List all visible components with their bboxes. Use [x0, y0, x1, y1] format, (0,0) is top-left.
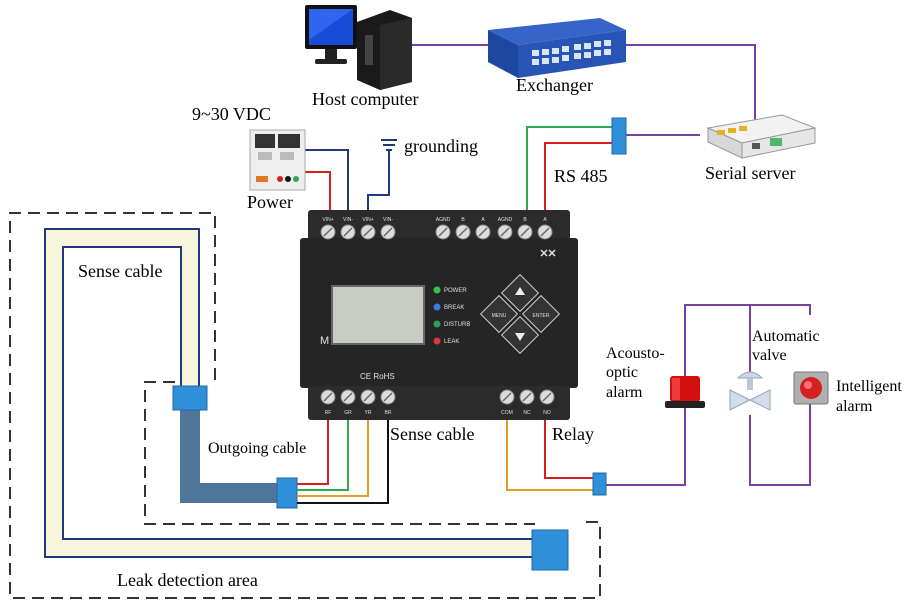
top-terminal-label: AGND — [498, 217, 513, 223]
leak-area-inner-border — [144, 381, 535, 525]
bottom-terminal-label: NO — [543, 410, 551, 416]
grounding-icon — [381, 139, 397, 151]
relay-connector — [592, 472, 607, 496]
indicator-led — [433, 320, 441, 328]
top-terminal-label: VIN- — [343, 217, 353, 223]
bottom-terminal-label: COM — [501, 410, 513, 416]
top-terminal-label: B — [523, 217, 527, 223]
exchanger-label: Exchanger — [516, 75, 593, 95]
valve-label-line1: Automatic — [752, 328, 820, 345]
sense-cable-controller-label: Sense cable — [390, 424, 474, 444]
outgoing-cable — [180, 400, 285, 503]
grounding-label: grounding — [404, 136, 478, 156]
enter-button[interactable] — [521, 294, 561, 334]
top-terminal-label: VIN+ — [322, 217, 333, 223]
menu-button[interactable] — [479, 294, 519, 334]
menu-label: MENU — [492, 313, 507, 319]
leak-controller: VIN+ VIN- VIN+ VIN- AGND B A AGND B A RF GR YR BR COM… — [300, 210, 578, 420]
up-arrow-icon — [515, 287, 525, 295]
host-computer-label: Host computer — [312, 89, 418, 109]
serial-server-icon — [706, 114, 817, 159]
bottom-terminal-label: YR — [365, 410, 372, 416]
bottom-terminal-label: RF — [325, 410, 332, 416]
model-letter: M — [320, 335, 329, 347]
indicator-led — [433, 286, 441, 294]
relay-alarm-link — [606, 304, 811, 486]
lcd-screen — [331, 285, 425, 345]
indicator-label: DISTURB — [444, 322, 470, 328]
automatic-valve-icon — [729, 371, 771, 411]
top-terminal-label: VIN+ — [362, 217, 373, 223]
intelligent-alarm-label-line1: Intelligent — [836, 378, 902, 395]
brand-logo — [540, 249, 556, 257]
switch-icon — [488, 18, 626, 78]
indicator-label: LEAK — [444, 339, 459, 345]
indicator-led — [433, 337, 441, 345]
alarm-label-line3: alarm — [606, 384, 643, 401]
top-terminal-label: A — [481, 217, 485, 223]
outgoing-cable-connector — [276, 477, 298, 509]
sense-cable-end-connector — [531, 529, 569, 571]
sense-cable-area-label: Sense cable — [78, 261, 162, 281]
valve-label-line2: valve — [752, 347, 787, 364]
top-terminal-label: A — [543, 217, 547, 223]
indicator-led — [433, 303, 441, 311]
top-terminal-label: B — [461, 217, 465, 223]
down-arrow-icon — [515, 333, 525, 341]
serial-server-label: Serial server — [705, 163, 795, 183]
rs485-connector — [611, 117, 627, 155]
acousto-optic-alarm-icon — [665, 376, 705, 408]
bottom-terminal-label: NC — [523, 410, 531, 416]
alarm-label-line2: optic — [606, 364, 638, 381]
indicator-label: BREAK — [444, 305, 464, 311]
bottom-terminal-label: GR — [344, 410, 352, 416]
power-label: Power — [247, 192, 293, 212]
relay-label: Relay — [552, 424, 594, 444]
leak-detection-area-label: Leak detection area — [117, 570, 258, 590]
computer-icon — [305, 5, 412, 90]
keypad: MENU ENTER — [479, 273, 561, 355]
intelligent-alarm-icon — [793, 371, 829, 405]
intelligent-alarm-label-line2: alarm — [836, 398, 873, 415]
bottom-terminal-label: BR — [385, 410, 392, 416]
top-terminal-label: AGND — [436, 217, 451, 223]
exchanger-server-link — [625, 44, 756, 122]
indicator-label: POWER — [444, 288, 467, 294]
enter-label: ENTER — [533, 313, 550, 319]
power-voltage-label: 9~30 VDC — [192, 104, 271, 124]
outgoing-cable-label: Outgoing cable — [208, 440, 306, 457]
power-supply-icon — [249, 129, 306, 191]
rs485-label: RS 485 — [554, 166, 608, 186]
cable-junction-connector — [172, 385, 208, 411]
alarm-label-line1: Acousto- — [606, 345, 665, 362]
cert-marks: CE RoHS — [360, 372, 395, 381]
top-terminal-label: VIN- — [383, 217, 393, 223]
